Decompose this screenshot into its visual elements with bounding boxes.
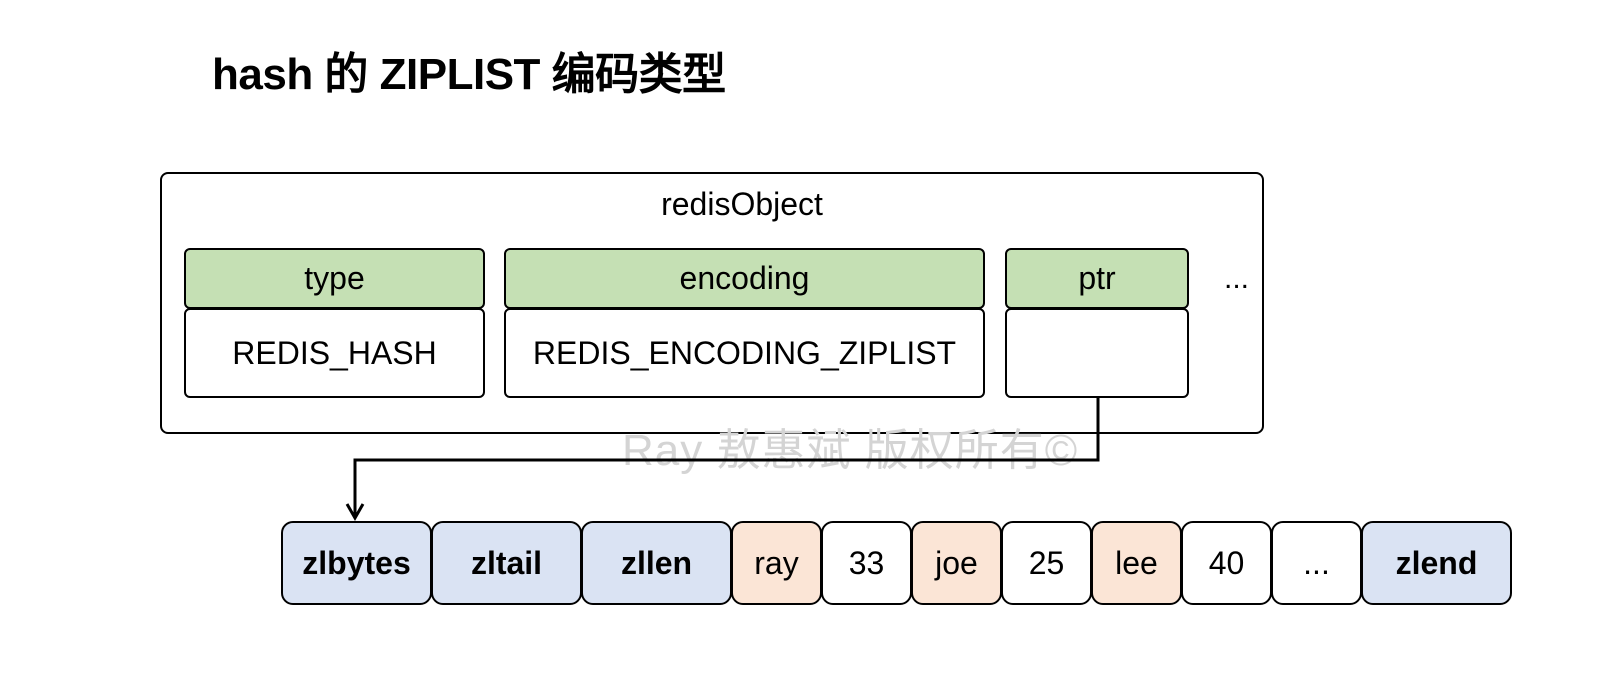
ziplist-cell-33: 33 bbox=[821, 521, 912, 605]
ziplist-cell-zltail: zltail bbox=[431, 521, 582, 605]
field-encoding-value: REDIS_ENCODING_ZIPLIST bbox=[504, 308, 985, 398]
ziplist-cell-zlend: zlend bbox=[1361, 521, 1512, 605]
redis-object-more: ... bbox=[1224, 262, 1250, 295]
watermark: Ray 敖惠斌 版权所有© bbox=[622, 426, 1079, 475]
field-type-value: REDIS_HASH bbox=[184, 308, 485, 398]
ziplist-cell-joe: joe bbox=[911, 521, 1002, 605]
field-encoding-header: encoding bbox=[504, 248, 985, 309]
ziplist-cell-lee: lee bbox=[1091, 521, 1182, 605]
redis-object-label: redisObject bbox=[661, 186, 823, 222]
redis-object-box bbox=[160, 172, 1264, 434]
ziplist-cell-zlbytes: zlbytes bbox=[281, 521, 432, 605]
ziplist-cell-zllen: zllen bbox=[581, 521, 732, 605]
ziplist-cell-40: 40 bbox=[1181, 521, 1272, 605]
ziplist-cell-ellipsis: ... bbox=[1271, 521, 1362, 605]
ziplist-cell-ray: ray bbox=[731, 521, 822, 605]
field-ptr-value bbox=[1005, 308, 1189, 398]
page-title: hash 的 ZIPLIST 编码类型 bbox=[212, 50, 726, 99]
field-ptr-header: ptr bbox=[1005, 248, 1189, 309]
ziplist-cell-25: 25 bbox=[1001, 521, 1092, 605]
